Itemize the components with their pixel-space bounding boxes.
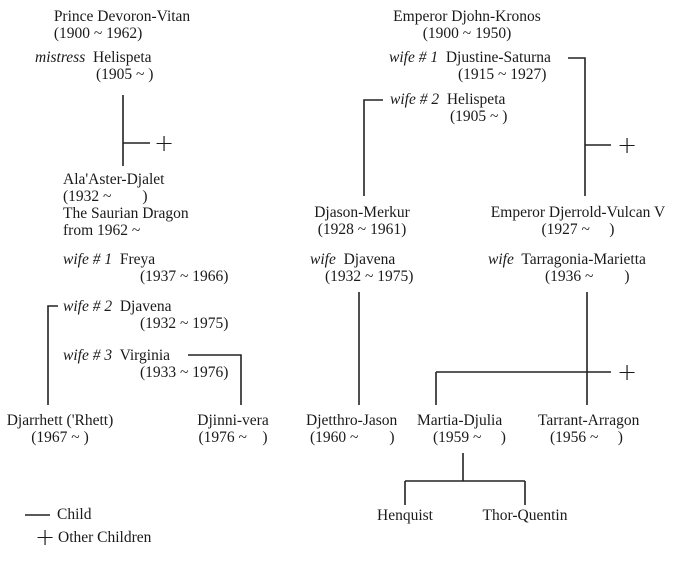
person-dates: (1905 ~ ) — [450, 108, 508, 125]
person-djason-merkur: Djason-Merkur(1928 ~ 1961) — [314, 204, 410, 238]
person-dates: (1933 ~ 1976) — [140, 364, 229, 381]
legend-child-label: Child — [57, 506, 92, 523]
legend-plus-icon: + — [34, 523, 56, 551]
wife-djustine-saturna: wife # 1 Djustine-Saturna — [389, 49, 551, 66]
reign-dates: from 1962 ~ — [63, 222, 141, 239]
other-children-marker: + — [616, 131, 638, 159]
person-ala-aster-djalet: Ala'Aster-Djalet(1932 ~ )The Saurian Dra… — [63, 171, 189, 239]
person-devoron-vitan: Prince Devoron-Vitan(1900 ~ 1962) — [54, 8, 190, 42]
person-title: The Saurian Dragon — [63, 205, 189, 222]
wife-tarragonia-marietta: wife Tarragonia-Marietta — [488, 251, 646, 268]
person-djinni-vera: Djinni-vera(1976 ~ ) — [197, 412, 268, 446]
line-virginia-to-djinni — [188, 354, 242, 405]
person-dates: (1937 ~ 1966) — [140, 268, 229, 285]
person-name: Emperor Djohn-Kronos — [393, 8, 541, 25]
role-label: mistress — [35, 49, 86, 66]
role-label: wife # 1 — [389, 49, 439, 66]
person-dates: (1932 ~ 1975) — [140, 315, 229, 332]
person-tarrant-arragon: Tarrant-Arragon(1956 ~ ) — [538, 412, 639, 446]
role-label: wife — [488, 251, 514, 268]
mistress-helispeta: mistress Helispeta — [35, 49, 152, 66]
person-name: Helispeta — [93, 49, 152, 66]
person-djohn-kronos: Emperor Djohn-Kronos(1900 ~ 1950) — [393, 8, 541, 42]
wife-virginia: wife # 3 Virginia — [63, 347, 170, 364]
person-dates: (1915 ~ 1927) — [458, 66, 547, 83]
wife-djavena: wife # 2 Djavena — [63, 298, 171, 315]
person-henquist: Henquist — [377, 507, 433, 524]
person-djarrhett: Djarrhett ('Rhett)(1967 ~ ) — [7, 412, 114, 446]
person-name: Helispeta — [446, 91, 506, 108]
person-dates: (1928 ~ 1961) — [317, 221, 407, 238]
person-dates: (1967 ~ ) — [31, 429, 89, 446]
wife-djavena-right: wife Djavena — [310, 251, 395, 268]
person-djerrold-vulcan: Emperor Djerrold-Vulcan V(1927 ~ ) — [491, 204, 665, 238]
person-name: Martia-Djulia — [417, 412, 503, 429]
line-martia-to-children — [404, 453, 526, 505]
other-children-marker: + — [616, 358, 638, 386]
person-name: Tarrant-Arragon — [538, 412, 640, 429]
wife-helispeta: wife # 2 Helispeta — [390, 91, 505, 108]
person-name: Tarragonia-Marietta — [521, 251, 646, 268]
line-devoron-to-aster — [122, 95, 150, 166]
role-label: wife # 3 — [63, 347, 113, 364]
other-children-marker: + — [153, 129, 175, 157]
person-dates: (1959 ~ ) — [433, 429, 506, 446]
line-djerrold-to-children — [435, 292, 611, 405]
person-name: Djavena — [119, 298, 172, 315]
person-dates: (1900 ~ 1962) — [53, 25, 143, 42]
person-dates: (1936 ~ ) — [545, 268, 630, 285]
role-label: wife — [310, 251, 336, 268]
person-name: Virginia — [119, 347, 171, 364]
person-thor-quentin: Thor-Quentin — [482, 507, 568, 524]
person-djetthro-jason: Djetthro-Jason(1960 ~ ) — [306, 412, 397, 446]
line-djavena-to-djarrhett — [47, 305, 58, 405]
person-name: Djustine-Saturna — [445, 49, 551, 66]
person-dates: (1932 ~ 1975) — [325, 268, 414, 285]
person-name: Emperor Djerrold-Vulcan V — [490, 204, 666, 221]
role-label: wife # 2 — [63, 298, 113, 315]
person-name: Prince Devoron-Vitan — [53, 8, 191, 25]
person-dates: (1960 ~ ) — [310, 429, 395, 446]
wife-freya: wife # 1 Freya — [63, 251, 155, 268]
line-helispeta-to-djason — [363, 99, 383, 196]
person-dates: (1927 ~ ) — [541, 221, 615, 238]
legend-other-children-label: Other Children — [58, 529, 152, 546]
person-name: Djavena — [343, 251, 396, 268]
line-djustine-to-djerrold — [568, 57, 611, 196]
person-dates: (1932 ~ ) — [63, 188, 148, 205]
person-martia-djulia: Martia-Djulia(1959 ~ ) — [417, 412, 506, 446]
role-label: wife # 1 — [63, 251, 113, 268]
person-dates: (1976 ~ ) — [198, 429, 268, 446]
person-name: Djetthro-Jason — [306, 412, 398, 429]
person-name: Djarrhett ('Rhett) — [6, 412, 114, 429]
role-label: wife # 2 — [390, 91, 440, 108]
person-dates: (1905 ~ ) — [96, 66, 154, 83]
person-name: Ala'Aster-Djalet — [63, 171, 165, 188]
person-dates: (1956 ~ ) — [550, 429, 623, 446]
person-name: Freya — [119, 251, 156, 268]
person-name: Djason-Merkur — [314, 204, 410, 221]
person-name: Djinni-vera — [197, 412, 269, 429]
person-dates: (1900 ~ 1950) — [422, 25, 512, 42]
